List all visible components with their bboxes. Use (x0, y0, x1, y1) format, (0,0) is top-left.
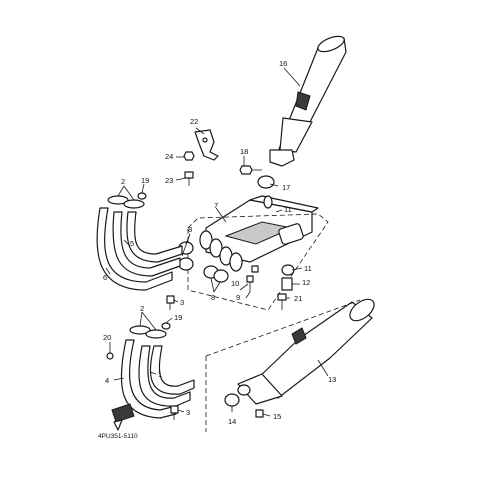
bolt-9[interactable] (246, 275, 254, 292)
callout-4: 4 (105, 376, 109, 385)
callout-11-upper: 11 (284, 205, 292, 214)
callout-21: 21 (294, 294, 302, 303)
exhaust-pipe-5[interactable] (112, 211, 183, 277)
grommet-12[interactable] (281, 277, 293, 291)
diagram-code: 4PU351-5110 (98, 433, 138, 440)
callout-19-lower: 19 (174, 313, 182, 322)
leader-lines (105, 67, 329, 417)
bolt-10[interactable] (251, 265, 259, 273)
callout-15: 15 (273, 412, 281, 421)
upper-muffler[interactable] (269, 33, 347, 167)
callout-17: 17 (282, 183, 290, 192)
front-direction-icon (111, 403, 135, 431)
bolt-3-upper[interactable] (166, 295, 175, 310)
callout-22: 22 (190, 117, 198, 126)
callout-6: 6 (103, 273, 107, 282)
bolt-15[interactable] (255, 409, 264, 418)
bolt-18[interactable] (239, 165, 262, 175)
lower-muffler[interactable] (237, 295, 378, 405)
callout-9: 9 (236, 293, 240, 302)
callout-7: 7 (214, 201, 218, 210)
gasket-19-upper[interactable] (137, 192, 147, 200)
callout-19-upper: 19 (141, 176, 149, 185)
callout-11-lower: 11 (304, 264, 312, 273)
callout-8-upper: 8 (188, 225, 192, 234)
callout-5: 5 (130, 239, 134, 248)
callout-16: 16 (279, 59, 287, 68)
bolt-23[interactable] (184, 171, 194, 186)
callout-10: 10 (231, 279, 239, 288)
gasket-17[interactable] (257, 175, 275, 189)
gasket-14[interactable] (224, 393, 240, 407)
callout-8-lower: 8 (211, 293, 215, 302)
clamp-8-lower[interactable] (203, 265, 229, 283)
callout-2-lower: 2 (140, 304, 144, 313)
callout-13: 13 (328, 375, 336, 384)
callout-3-upper: 3 (180, 298, 184, 307)
callout-3-lower: 3 (186, 408, 190, 417)
callout-20: 20 (103, 333, 111, 342)
muffler-bracket[interactable] (194, 129, 219, 161)
callout-12: 12 (302, 278, 310, 287)
callout-2-upper: 2 (121, 177, 125, 186)
gasket-19-lower[interactable] (161, 322, 171, 330)
flange-2-lower[interactable] (129, 325, 167, 339)
bolt-21[interactable] (277, 293, 287, 310)
callout-23: 23 (165, 176, 173, 185)
exhaust-pipe-6[interactable] (96, 207, 173, 291)
flange-2-upper[interactable] (107, 195, 145, 209)
callout-14: 14 (228, 417, 236, 426)
collector-mount-outline (187, 213, 329, 311)
callout-24: 24 (165, 152, 173, 161)
callout-labels: 16 22 24 23 18 17 11 7 8 8 10 9 11 12 21… (103, 59, 336, 426)
exhaust-pipe-1[interactable] (138, 345, 195, 407)
muffler-mount-outline (205, 299, 361, 357)
callout-18: 18 (240, 147, 248, 156)
exhaust-pipe-4[interactable] (120, 339, 177, 419)
washer-20[interactable] (106, 352, 114, 360)
exhaust-collector[interactable] (199, 195, 319, 272)
nut-24[interactable] (183, 151, 195, 161)
callout-1: 1 (158, 370, 162, 379)
bolt-3-lower[interactable] (170, 405, 179, 420)
